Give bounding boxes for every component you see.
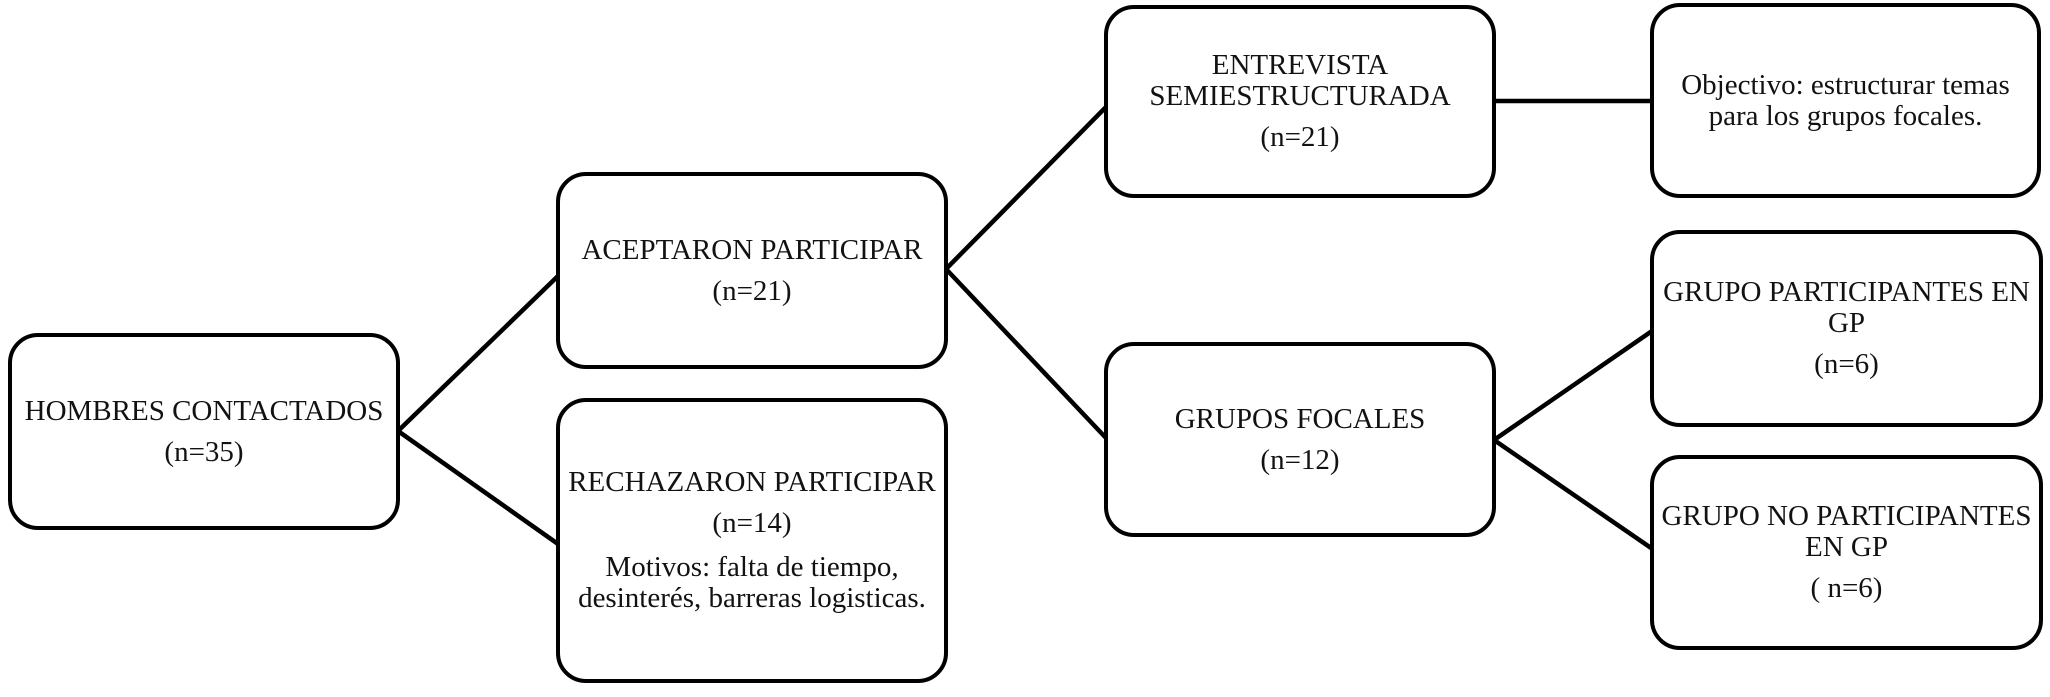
node-title: ACEPTARON PARTICIPAR <box>581 233 923 266</box>
edge-hombres-aceptaron <box>395 273 561 434</box>
node-grupos-focales: GRUPOS FOCALES (n=12) <box>1104 342 1496 537</box>
node-grupo-no-participantes-gp: GRUPO NO PARTICIPANTES EN GP ( n=6) <box>1650 455 2043 650</box>
node-aceptaron-participar: ACEPTARON PARTICIPAR (n=21) <box>556 172 948 369</box>
node-hombres-contactados: HOMBRES CONTACTADOS (n=35) <box>8 333 400 530</box>
node-count: (n=14) <box>712 507 792 539</box>
node-title: HOMBRES CONTACTADOS <box>24 394 384 427</box>
node-rechazaron-participar: RECHAZARON PARTICIPAR (n=14) Motivos: fa… <box>556 398 948 683</box>
node-note: Motivos: falta de tiempo, desinterés, ba… <box>578 551 926 614</box>
node-count: (n=6) <box>1814 348 1879 380</box>
edge-aceptaron-grupos-focales <box>943 266 1109 441</box>
node-count: (n=21) <box>712 274 792 307</box>
node-title: GRUPOS FOCALES <box>1174 402 1426 435</box>
edge-grupos-grupo-no-participantes <box>1491 437 1657 553</box>
node-title: Objectivo: estructurar temas para los gr… <box>1681 68 2010 132</box>
node-entrevista-semiestructurada: ENTREVISTA SEMIESTRUCTURADA (n=21) <box>1104 5 1496 198</box>
node-count: ( n=6) <box>1810 572 1883 604</box>
node-count: (n=35) <box>164 435 244 468</box>
node-objetivo-entrevista: Objectivo: estructurar temas para los gr… <box>1650 3 2041 198</box>
node-count: (n=21) <box>1260 121 1340 153</box>
node-title: ENTREVISTA SEMIESTRUCTURADA <box>1149 49 1451 112</box>
node-title: GRUPO PARTICIPANTES EN GP <box>1663 276 2030 339</box>
node-title: GRUPO NO PARTICIPANTES EN GP <box>1661 500 2032 563</box>
node-title: RECHAZARON PARTICIPAR <box>568 466 936 498</box>
edge-grupos-grupo-participantes <box>1491 328 1655 443</box>
node-count: (n=12) <box>1260 443 1340 476</box>
edge-aceptaron-entrevista <box>943 104 1109 272</box>
node-grupo-participantes-gp: GRUPO PARTICIPANTES EN GP (n=6) <box>1650 230 2043 427</box>
edge-hombres-rechazaron <box>395 428 561 547</box>
